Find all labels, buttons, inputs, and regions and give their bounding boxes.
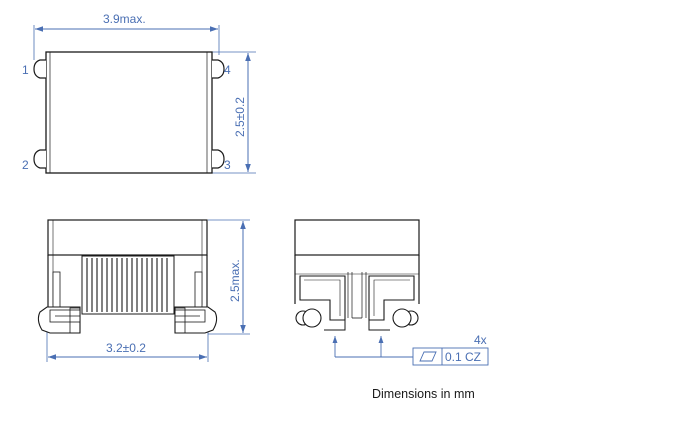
- pin-2-label: 2: [22, 158, 29, 172]
- end-view: 0.1 CZ 4x: [294, 219, 489, 366]
- top-view: 3.9max. 2.5±0.2 1 2 3 4: [22, 12, 256, 174]
- side-height-label: 2.5max.: [228, 259, 242, 302]
- dimensions-caption: Dimensions in mm: [372, 387, 475, 401]
- side-view: 2.5max. 3.2±0.2: [37, 219, 250, 362]
- pin-3-label: 3: [224, 158, 231, 172]
- pin-4-label: 4: [224, 63, 231, 77]
- tolerance-value: 0.1 CZ: [445, 350, 481, 364]
- tolerance-count: 4x: [474, 333, 487, 347]
- side-width-label: 3.2±0.2: [106, 341, 146, 355]
- top-width-label: 3.9max.: [103, 12, 146, 26]
- pin-1-label: 1: [22, 63, 29, 77]
- flatness-icon: [419, 351, 437, 362]
- top-height-label: 2.5±0.2: [233, 97, 247, 137]
